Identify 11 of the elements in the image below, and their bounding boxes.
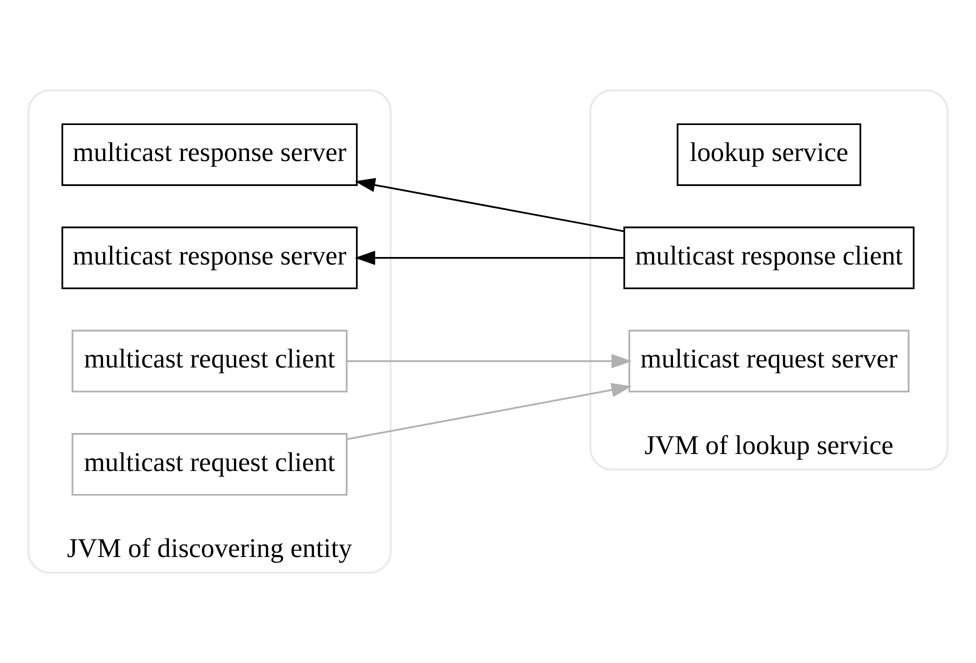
arrow — [347, 354, 632, 368]
node-box: multicast request client — [72, 330, 348, 392]
arrow — [354, 250, 624, 265]
node-box: multicast request server — [628, 330, 910, 392]
arrow — [347, 382, 632, 440]
node-box: lookup service — [676, 123, 862, 186]
node-box: multicast response server — [61, 123, 358, 186]
node-box: multicast response client — [623, 226, 915, 290]
arrow — [354, 178, 624, 232]
node-box: multicast request client — [72, 433, 348, 496]
node-box: multicast response server — [61, 226, 358, 290]
